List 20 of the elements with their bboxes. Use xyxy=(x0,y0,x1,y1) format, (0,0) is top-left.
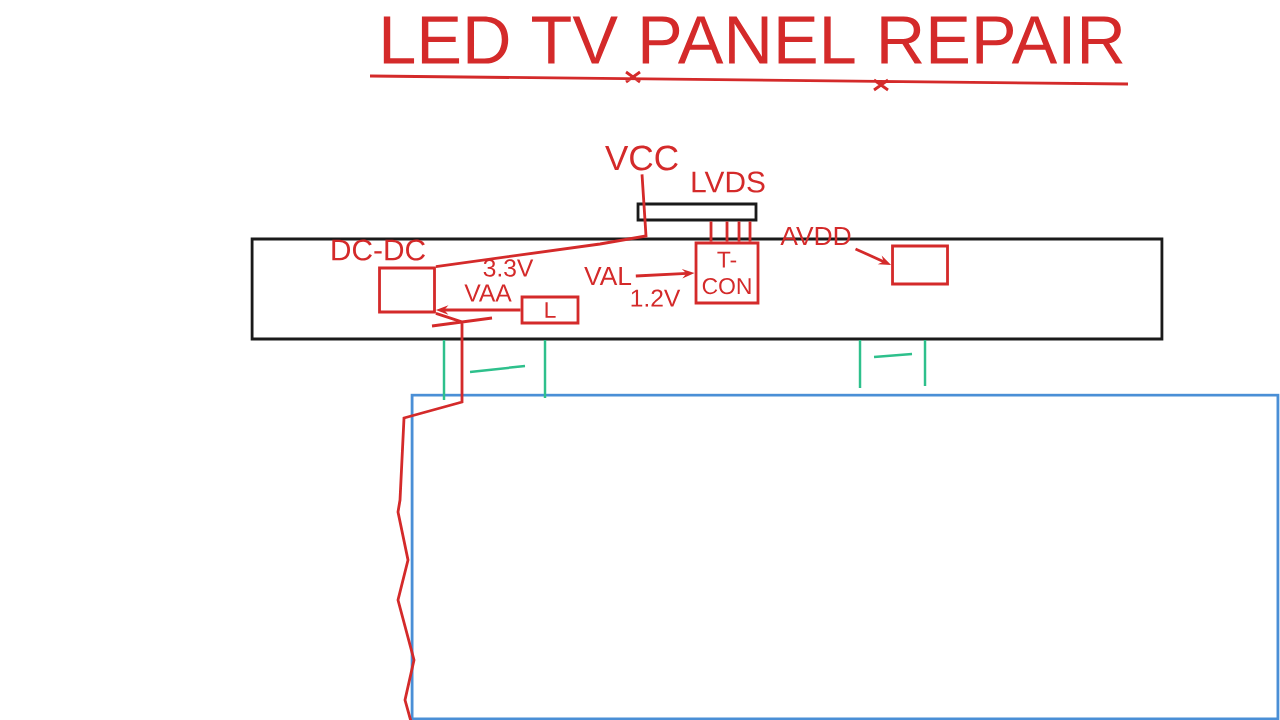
node-label: LVDS xyxy=(692,171,765,193)
wire xyxy=(725,221,729,242)
voltage-label: 1.2V xyxy=(631,289,681,307)
title: LED TV PANEL REPAIR xyxy=(383,16,1123,64)
wire xyxy=(748,221,752,242)
voltage-label: VCC xyxy=(605,145,678,171)
voltage-label: VAL xyxy=(584,266,632,286)
voltage-label: 3.3V xyxy=(483,259,534,277)
chip-box xyxy=(891,244,949,286)
node-label: DC-DC xyxy=(332,239,425,261)
converter-box: DC-DC xyxy=(332,239,436,314)
wire xyxy=(737,221,741,242)
wire xyxy=(396,312,494,720)
wire xyxy=(435,174,648,268)
voltage-label: VAA xyxy=(464,284,512,302)
inductor-box: L xyxy=(520,295,580,325)
chip-box: T-CON xyxy=(694,241,760,305)
wire xyxy=(709,221,713,242)
panel-outline xyxy=(410,393,1280,720)
connector-box: LVDS xyxy=(636,171,765,222)
